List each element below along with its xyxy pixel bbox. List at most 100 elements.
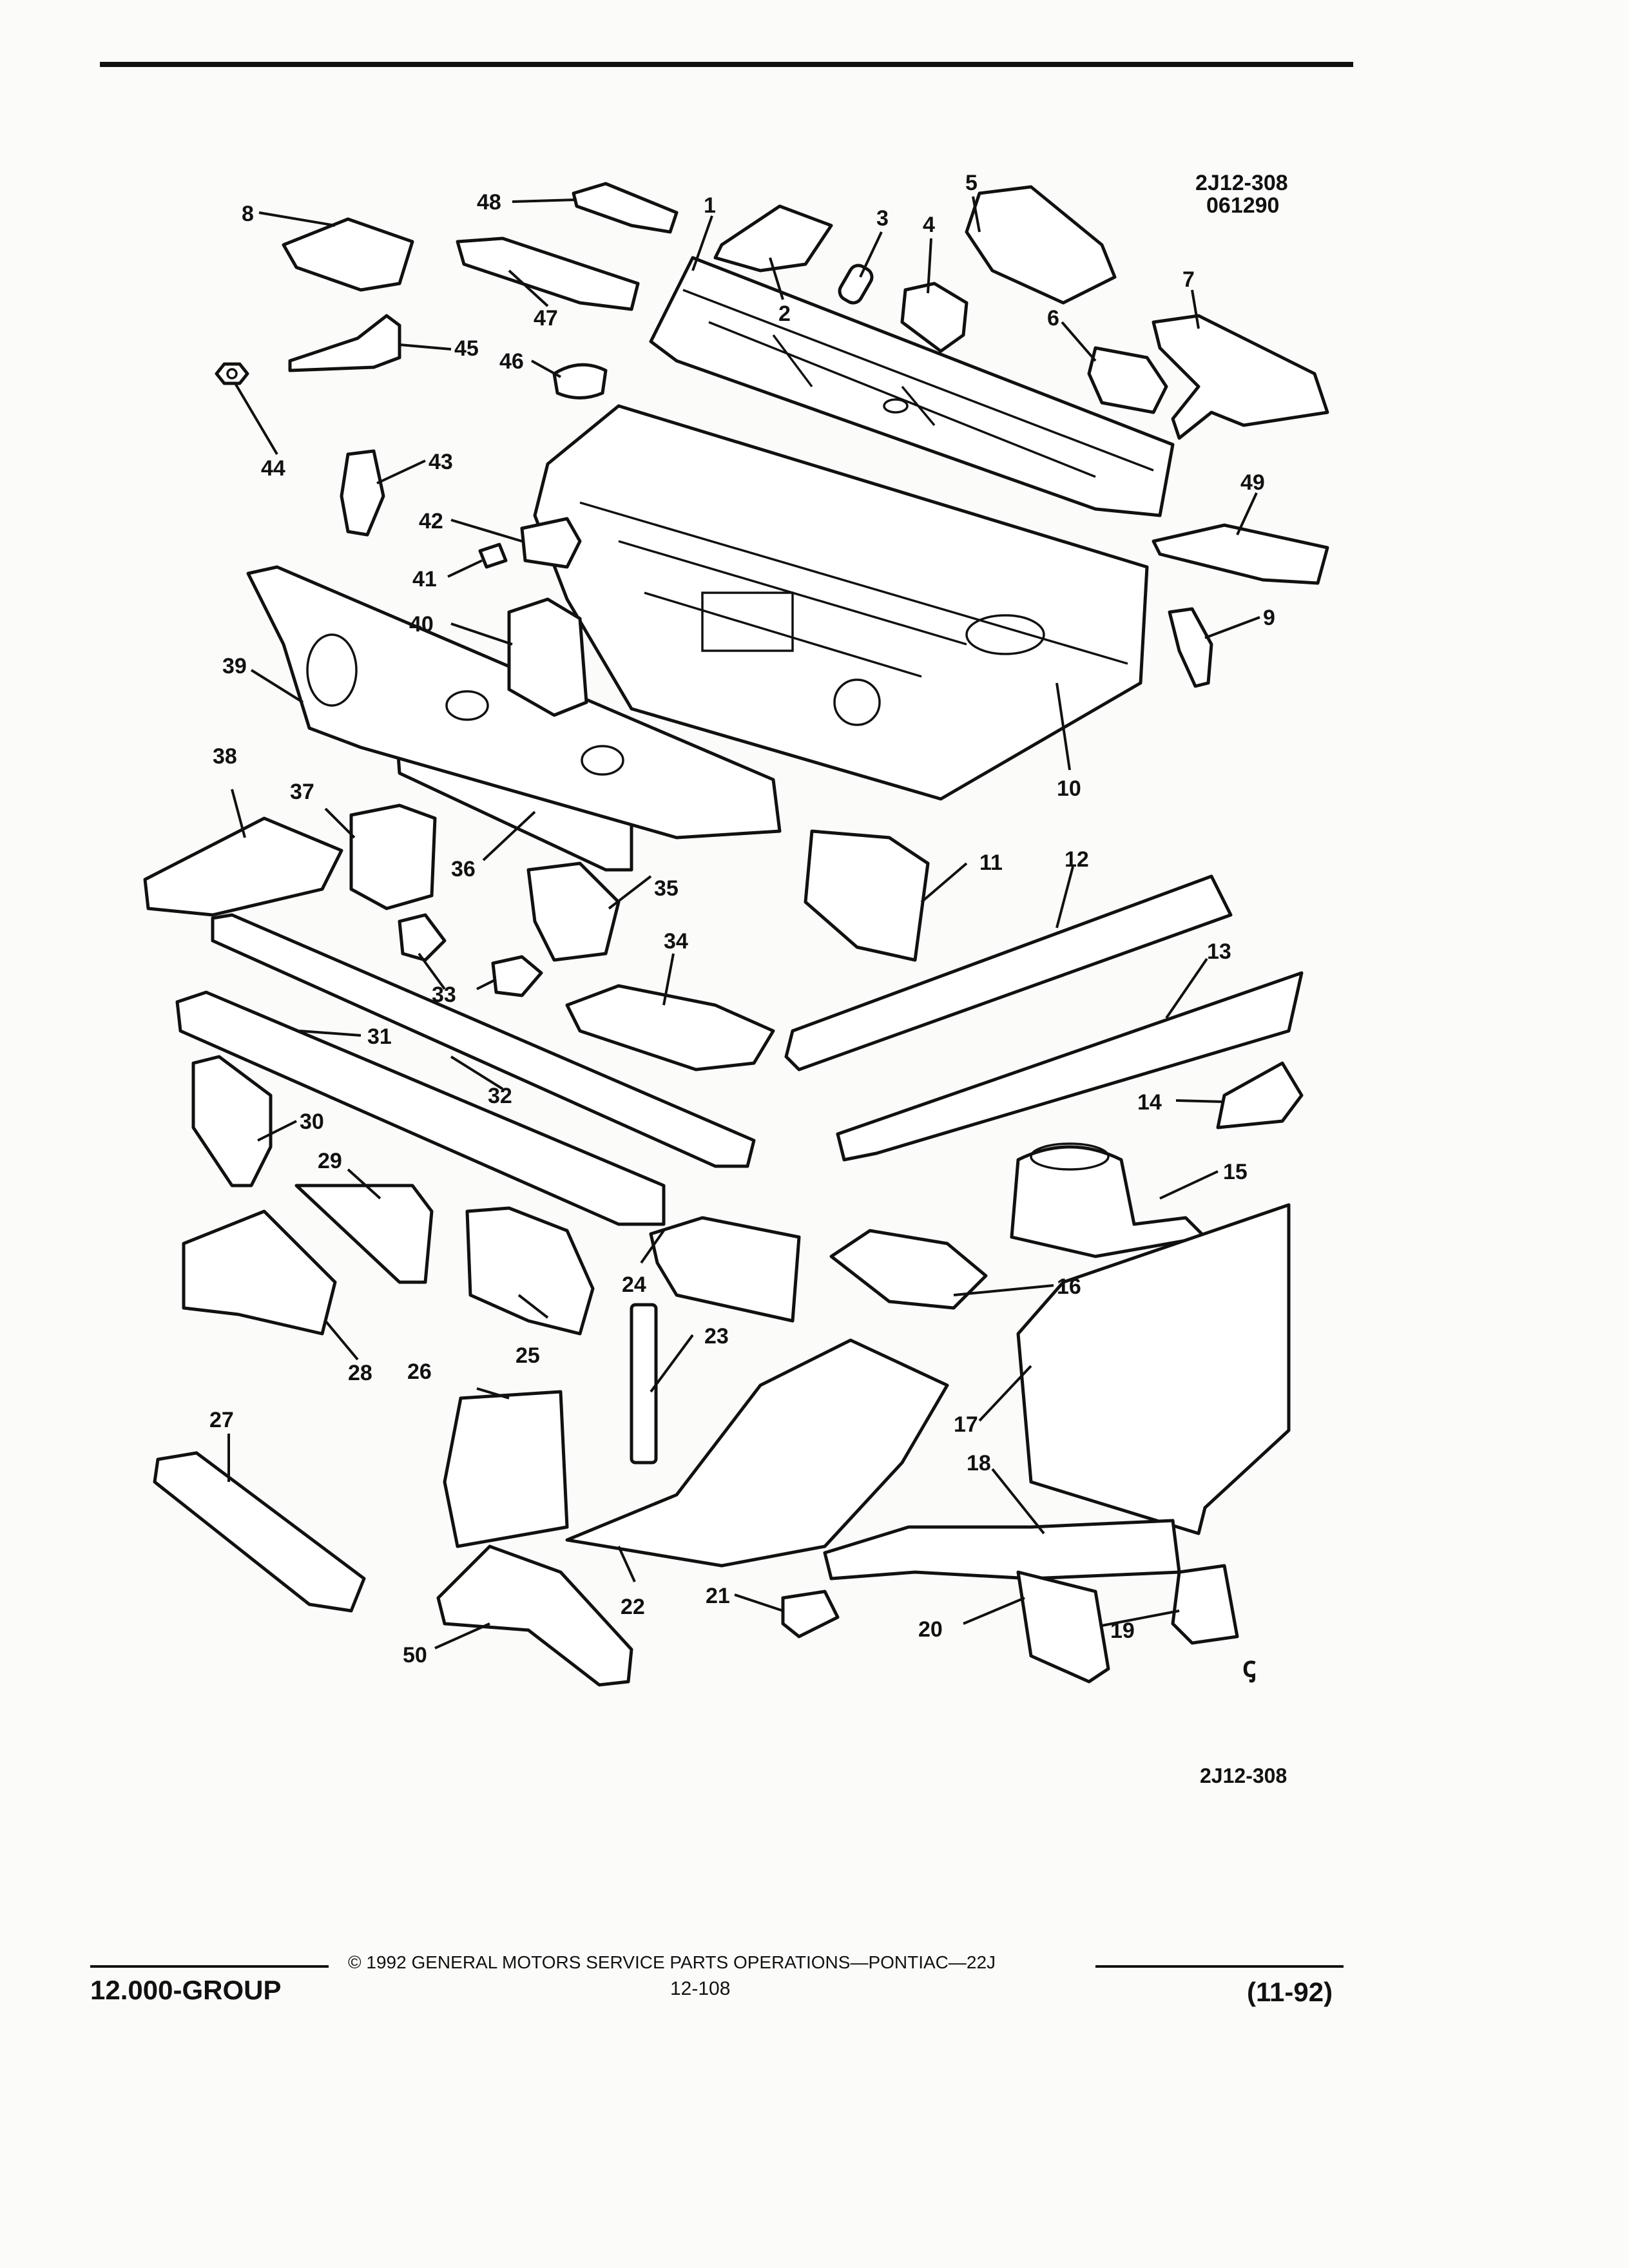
part-28-bracket [182,1209,337,1336]
part-7-bracket-assembly [1152,314,1329,440]
part-26-panel [443,1390,569,1548]
part-21-clip [781,1590,840,1639]
part-2-bracket [713,204,833,273]
callout-25: 25 [516,1343,540,1368]
part-32-upper-tie-bar [211,913,756,1168]
part-9-bracket [1168,607,1213,688]
callout-36: 36 [451,857,476,881]
callout-44: 44 [261,456,285,481]
part-30-bracket [191,1055,273,1187]
footer-rule-right [1095,1965,1344,1968]
callout-27: 27 [209,1408,234,1432]
callout-2: 2 [778,302,791,326]
callout-48: 48 [477,190,501,215]
part-14-bracket [1216,1061,1304,1129]
part-35-bracket [526,861,621,962]
callout-16: 16 [1057,1274,1081,1299]
callout-18: 18 [967,1451,991,1475]
callout-12: 12 [1065,847,1089,872]
part-25-panel [465,1206,595,1336]
part-49-bracket [1152,523,1329,585]
part-16-pan [829,1229,988,1310]
diagram-date: 061290 [1206,193,1280,218]
part-13-rail [836,971,1304,1162]
part-1-cowl-panel [649,256,1175,517]
part-5-hinge-bracket [965,185,1117,305]
copyright-line: © 1992 GENERAL MOTORS SERVICE PARTS OPER… [348,1952,996,1972]
part-19-bracket [1171,1564,1239,1645]
part-8-support [282,217,414,292]
callout-49: 49 [1240,470,1265,495]
callout-30: 30 [300,1110,324,1134]
part-47-vent-panel [456,236,640,311]
callout-37: 37 [290,780,314,804]
callout-4: 4 [923,213,935,237]
part-24-bracket [649,1216,801,1323]
callout-8: 8 [242,202,254,226]
part-42-grommet [520,517,582,569]
callout-29: 29 [318,1149,342,1173]
page-number: 12-108 [670,1978,731,1999]
part-18-rail-rear [823,1519,1181,1581]
callout-labels: 1 2 3 4 5 6 7 8 9 10 11 12 13 14 15 16 1… [209,171,1275,1667]
callout-46: 46 [499,349,524,374]
footer-rule-left [90,1965,329,1968]
part-39-cowl-side [246,565,782,840]
callout-28: 28 [348,1361,372,1385]
callout-50: 50 [403,1643,427,1667]
part-48-bracket [572,182,679,234]
part-33-plate-b [491,955,543,997]
callout-9: 9 [1263,606,1275,630]
part-45-bracket [288,314,401,372]
part-3-clip [838,264,874,305]
callout-32: 32 [488,1084,512,1108]
part-17-wheelhouse [1016,1203,1291,1535]
part-23-reinforcement [630,1303,658,1465]
part-20-plate [1016,1570,1110,1684]
callout-35: 35 [654,876,679,901]
callout-15: 15 [1223,1160,1248,1184]
part-22-apron [565,1338,949,1568]
part-44-nut [215,362,249,385]
figure-code: 2J12-308 [1200,1764,1287,1787]
part-6-block [1087,346,1168,414]
callout-33: 33 [432,983,456,1007]
callout-3: 3 [876,206,889,231]
part-46-plug [552,363,608,399]
part-12-rail [784,874,1233,1072]
callout-19: 19 [1110,1619,1135,1643]
part-37-bracket [349,803,437,910]
part-41-bolt [478,543,508,569]
group-label: 12.000-GROUP [90,1975,282,2005]
part-50-bracket [436,1544,633,1687]
callout-13: 13 [1207,939,1231,964]
top-rule [100,62,1353,67]
callout-47: 47 [534,306,558,331]
callout-24: 24 [622,1273,646,1297]
part-34-bracket [565,984,775,1072]
callout-7: 7 [1182,267,1195,292]
part-40-bracket [507,597,588,717]
part-4-bracket [900,282,969,353]
callout-1: 1 [704,193,716,218]
callout-45: 45 [454,336,479,361]
callout-11: 11 [979,850,1003,875]
callout-20: 20 [918,1617,943,1642]
part-15-strut-tower [1010,1142,1207,1258]
callout-6: 6 [1047,306,1059,331]
callout-42: 42 [419,509,443,533]
diagram-code: 2J12-308 [1195,171,1288,195]
callout-23: 23 [704,1324,729,1349]
callout-41: 41 [412,567,437,591]
callout-14: 14 [1137,1090,1162,1115]
callout-31: 31 [367,1024,392,1049]
callout-34: 34 [664,929,688,954]
callout-21: 21 [706,1584,730,1608]
callout-40: 40 [409,612,434,637]
part-11-panel [804,829,930,962]
part-31-lower-tie-bar [175,990,666,1226]
callout-22: 22 [621,1595,645,1619]
callout-26: 26 [407,1360,432,1384]
